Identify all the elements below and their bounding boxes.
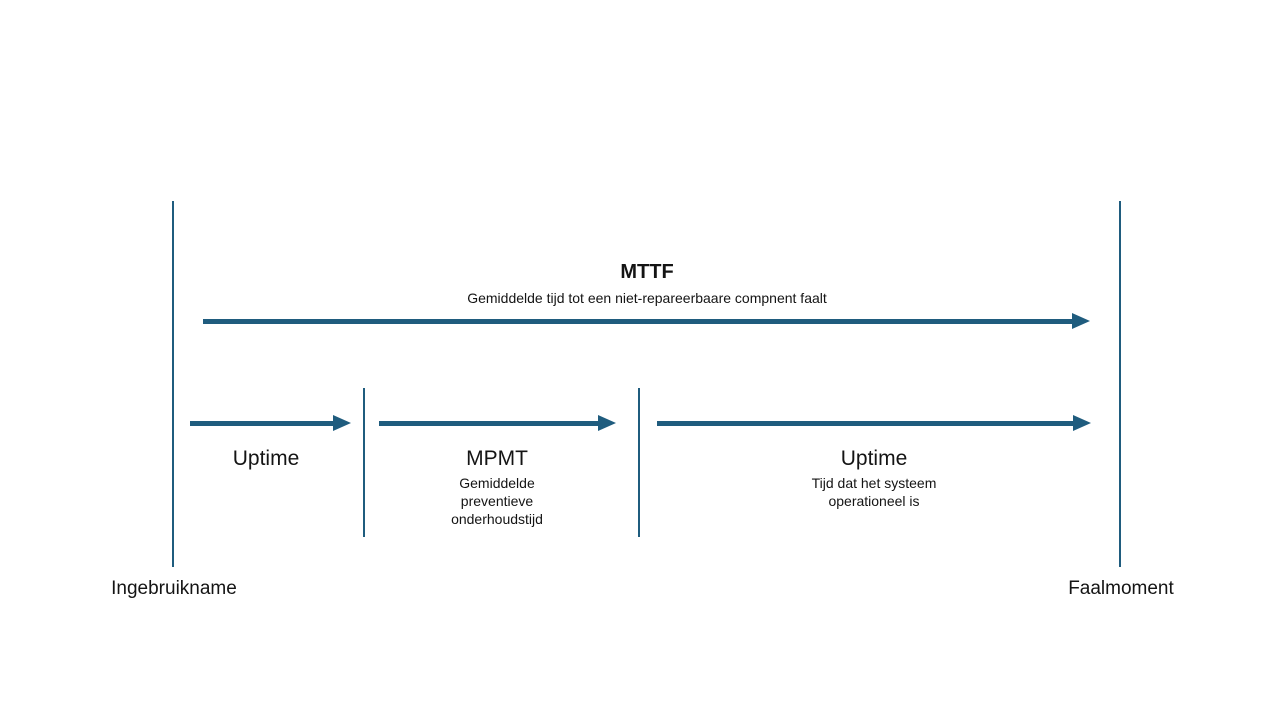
mpmt-arrowhead-icon: [598, 415, 616, 431]
mpmt-arrow-shaft: [379, 421, 598, 426]
segment-label-uptime-1: Uptime: [232, 447, 300, 470]
segment-desc-uptime-2-line-1: Tijd dat het systeem: [811, 475, 937, 491]
end-boundary-line: [1119, 201, 1121, 567]
segment-desc-uptime-2: Tijd dat het systeem operationeel is: [774, 474, 974, 510]
segment-desc-uptime-2-line-2: operationeel is: [828, 493, 920, 509]
mttf-subtitle: Gemiddelde tijd tot een niet-repareerbaa…: [467, 290, 827, 306]
mttf-arrowhead-icon: [1072, 313, 1090, 329]
segment-divider-2: [638, 388, 640, 537]
segment-desc-mpmt-line-2: preventieve: [460, 493, 534, 509]
uptime-arrow-1-arrowhead-icon: [333, 415, 351, 431]
mttf-title: MTTF: [620, 261, 674, 283]
segment-desc-mpmt-line-3: onderhoudstijd: [451, 511, 543, 527]
segment-divider-1: [363, 388, 365, 537]
axis-end-label: Faalmoment: [1068, 578, 1174, 599]
axis-start-label: Ingebruikname: [111, 578, 237, 599]
mttf-arrow-shaft: [203, 319, 1072, 324]
segment-label-mpmt: MPMT: [466, 447, 528, 470]
uptime-arrow-2-arrowhead-icon: [1073, 415, 1091, 431]
uptime-arrow-1-shaft: [190, 421, 333, 426]
segment-desc-mpmt: Gemiddelde preventieve onderhoudstijd: [397, 474, 597, 528]
segment-label-uptime-2: Uptime: [840, 447, 908, 470]
segment-desc-mpmt-line-1: Gemiddelde: [459, 475, 535, 491]
uptime-arrow-2-shaft: [657, 421, 1073, 426]
start-boundary-line: [172, 201, 174, 567]
